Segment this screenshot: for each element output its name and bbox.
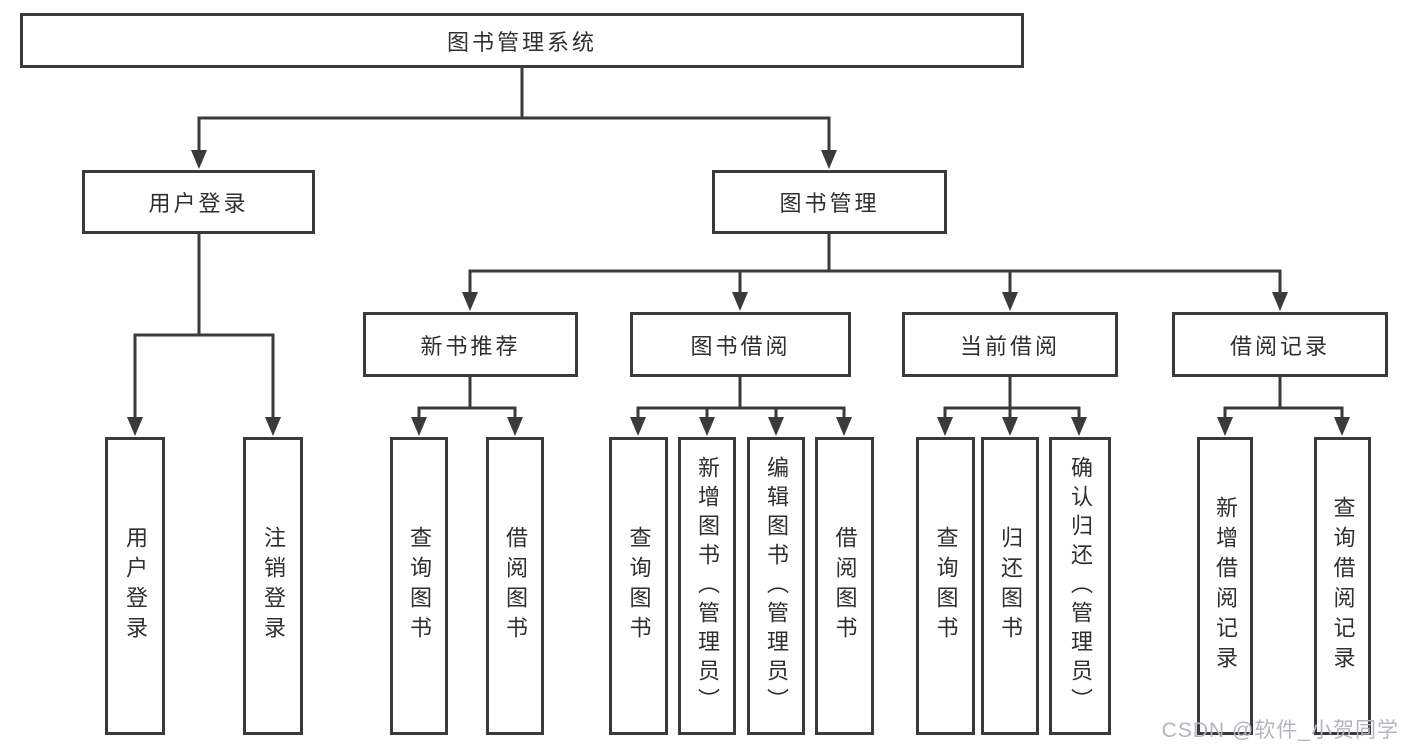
node-current-borrow: 当前借阅: [902, 312, 1118, 377]
arrowhead: [1002, 292, 1018, 311]
leaf-add-book-admin: 新增图书（管理员）: [678, 437, 736, 735]
leaf-user-login: 用户登录: [105, 437, 165, 735]
leaf-query-borrow-record: 查询借阅记录: [1314, 437, 1371, 735]
leaf-logout: 注销登录: [243, 437, 303, 735]
arrowhead: [191, 150, 207, 169]
arrowhead: [265, 417, 281, 436]
leaf-borrow-books-label: 借阅图书: [832, 526, 858, 646]
leaf-edit-book-admin-label: 编辑图书（管理员）: [764, 455, 789, 717]
node-book-management: 图书管理: [712, 170, 947, 234]
leaf-confirm-return-admin-label: 确认归还（管理员）: [1068, 455, 1093, 717]
leaf-add-book-admin-label: 新增图书（管理员）: [695, 455, 720, 717]
leaf-query-books-recommend-label: 查询图书: [407, 526, 432, 646]
leaf-return-books: 归还图书: [981, 437, 1039, 735]
connector-user-login-bar: [133, 333, 275, 431]
leaf-return-books-label: 归还图书: [998, 526, 1023, 646]
connector-root-bar: [197, 116, 831, 164]
leaf-logout-label: 注销登录: [261, 526, 286, 646]
leaf-query-books-borrow: 查询图书: [609, 437, 668, 735]
arrowhead: [127, 417, 143, 436]
leaf-add-borrow-record-label: 新增借阅记录: [1213, 496, 1238, 676]
node-book-management-label: 图书管理: [779, 191, 880, 216]
leaf-query-books-borrow-label: 查询图书: [626, 526, 652, 646]
arrowhead: [699, 417, 715, 436]
arrowhead: [1272, 292, 1288, 311]
arrowhead: [630, 417, 646, 436]
arrowhead: [1217, 417, 1233, 436]
arrowhead: [411, 417, 427, 436]
leaf-add-borrow-record: 新增借阅记录: [1197, 437, 1253, 735]
leaf-borrow-books-recommend: 借阅图书: [486, 437, 544, 735]
leaf-edit-book-admin: 编辑图书（管理员）: [747, 437, 805, 735]
leaf-query-books-current-label: 查询图书: [933, 526, 959, 646]
arrowhead: [1071, 417, 1087, 436]
node-user-login: 用户登录: [82, 170, 315, 234]
connector-book-mgmt-bar: [468, 269, 1282, 306]
node-new-book-recommend: 新书推荐: [363, 312, 578, 377]
arrowhead: [768, 417, 784, 436]
arrowhead: [1334, 417, 1350, 436]
node-root: 图书管理系统: [20, 13, 1024, 68]
arrowhead: [462, 292, 478, 311]
leaf-query-books-current: 查询图书: [916, 437, 975, 735]
node-current-borrow-label: 当前借阅: [959, 333, 1060, 359]
arrowhead: [732, 292, 748, 311]
arrowhead: [507, 417, 523, 436]
node-book-borrow: 图书借阅: [630, 312, 851, 377]
node-book-borrow-label: 图书借阅: [690, 333, 791, 359]
arrowhead: [1002, 417, 1018, 436]
node-user-login-label: 用户登录: [148, 191, 249, 216]
node-root-label: 图书管理系统: [446, 29, 597, 55]
leaf-user-login-label: 用户登录: [123, 526, 148, 646]
connector-records-bar: [1223, 406, 1344, 431]
leaf-borrow-books: 借阅图书: [815, 437, 874, 735]
leaf-query-borrow-record-label: 查询借阅记录: [1330, 496, 1356, 676]
arrowhead: [821, 150, 837, 169]
connector-borrow-bar: [636, 406, 846, 431]
node-new-book-recommend-label: 新书推荐: [420, 333, 521, 359]
watermark: CSDN @软件_小贺同学: [1161, 719, 1399, 742]
connector-recommend-bar: [417, 406, 517, 431]
arrowhead: [836, 417, 852, 436]
leaf-confirm-return-admin: 确认归还（管理员）: [1049, 437, 1111, 735]
arrowhead: [937, 417, 953, 436]
leaf-borrow-books-recommend-label: 借阅图书: [503, 526, 528, 646]
node-borrow-records: 借阅记录: [1172, 312, 1388, 377]
leaf-query-books-recommend: 查询图书: [390, 437, 448, 735]
node-borrow-records-label: 借阅记录: [1229, 333, 1330, 359]
